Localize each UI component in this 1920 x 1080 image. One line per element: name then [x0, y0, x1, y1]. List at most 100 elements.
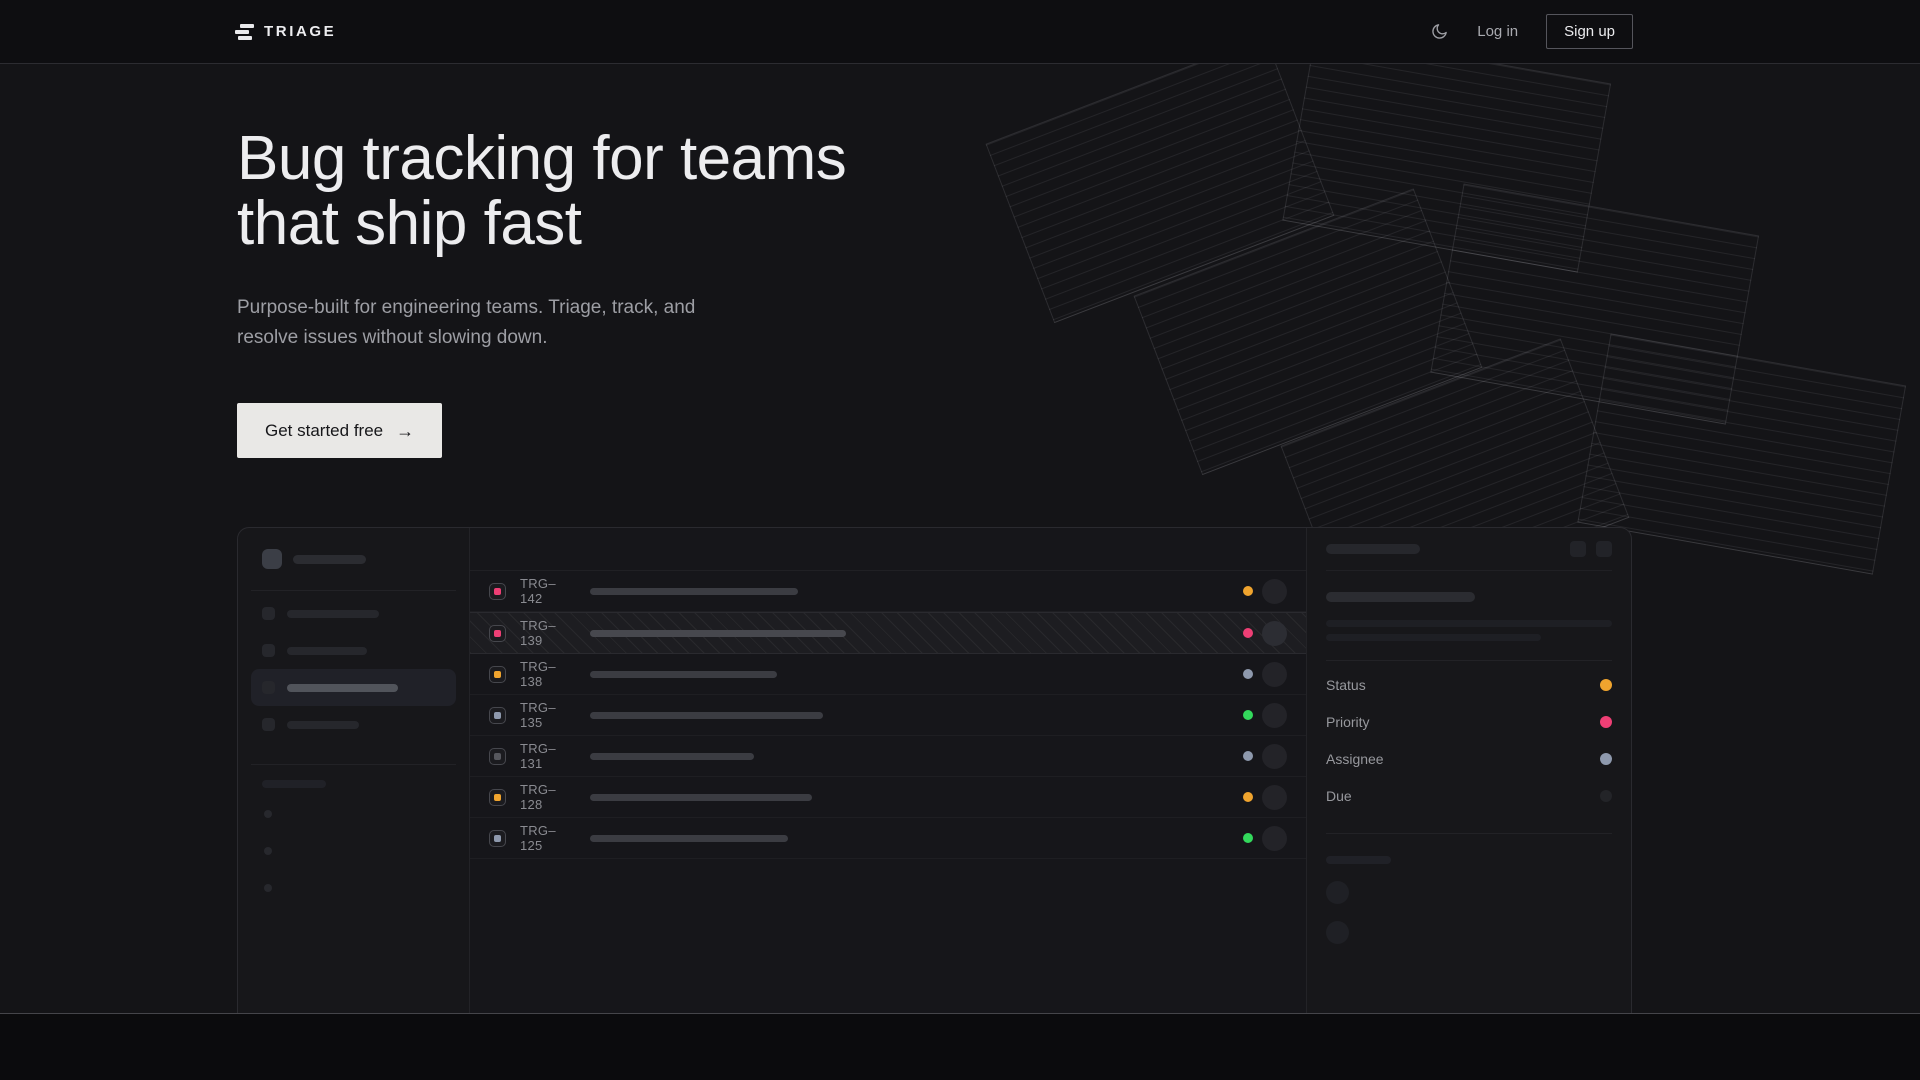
issue-id: TRG–125	[520, 823, 556, 853]
skeleton-pill	[262, 780, 326, 788]
headline-line-2: that ship fast	[237, 189, 582, 258]
issue-id: TRG–142	[520, 576, 556, 606]
nav-item-icon	[262, 681, 275, 694]
nav-item-icon	[262, 644, 275, 657]
panel-button	[1570, 541, 1586, 557]
avatar	[1262, 620, 1287, 646]
field-label: Assignee	[1326, 750, 1384, 767]
issue-id: TRG–139	[520, 618, 556, 648]
detail-fields: Status Priority Assignee Due	[1326, 666, 1612, 814]
issue-id: TRG–131	[520, 741, 556, 771]
issue-checkbox	[489, 829, 506, 847]
status-dot	[1243, 792, 1253, 802]
issue-row: TRG–135	[470, 695, 1306, 736]
skeleton-pill	[287, 646, 367, 655]
nav-item-icon	[262, 607, 275, 620]
signup-button[interactable]: Sign up	[1546, 14, 1633, 49]
issue-row: TRG–139	[470, 612, 1306, 654]
issue-skeleton-bar	[590, 711, 823, 719]
sidebar-dot	[264, 810, 272, 818]
issue-row: TRG–125	[470, 818, 1306, 859]
checkbox-dot	[494, 711, 501, 719]
sidebar-nav-item	[238, 595, 469, 632]
field-row: Due	[1326, 777, 1612, 814]
status-dot	[1243, 669, 1253, 679]
divider	[1326, 660, 1612, 661]
get-started-button[interactable]: Get started free →	[237, 403, 443, 458]
issue-checkbox	[489, 788, 506, 806]
status-dot	[1243, 751, 1253, 761]
issue-row: TRG–138	[470, 654, 1306, 695]
issue-skeleton-bar	[590, 793, 812, 801]
avatar	[1262, 825, 1287, 851]
hero-section: Bug tracking for teams that ship fast Pu…	[0, 64, 1920, 1013]
skeleton-pill	[293, 554, 366, 564]
theme-toggle-button[interactable]	[1430, 22, 1449, 41]
app-mockup: TRG–142 TRG–139	[237, 527, 1632, 1013]
issue-meta	[1243, 825, 1287, 851]
triage-logo-icon	[235, 23, 254, 40]
checkbox-dot	[494, 587, 501, 595]
skeleton-pill	[287, 683, 398, 692]
avatar	[1262, 702, 1287, 728]
skeleton-pill	[1326, 856, 1391, 864]
avatar	[1262, 743, 1287, 769]
field-row: Assignee	[1326, 740, 1612, 777]
field-label: Due	[1326, 787, 1352, 804]
mockup-sidebar	[238, 528, 470, 1013]
issue-id: TRG–135	[520, 700, 556, 730]
status-dot	[1243, 628, 1253, 638]
login-link[interactable]: Log in	[1477, 23, 1519, 40]
footer-section	[0, 1013, 1920, 1080]
sidebar-dots	[238, 810, 469, 892]
issue-checkbox	[489, 665, 506, 683]
field-label: Priority	[1326, 713, 1370, 730]
placeholder-avatar	[1326, 921, 1349, 944]
avatar	[1262, 784, 1287, 810]
issue-row: TRG–142	[470, 571, 1306, 612]
skeleton-line	[1326, 620, 1612, 627]
issue-list: TRG–142 TRG–139	[470, 528, 1307, 1013]
cta-label: Get started free	[265, 420, 384, 440]
sidebar-nav-item	[238, 706, 469, 743]
checkbox-dot	[494, 834, 501, 842]
field-value-dot	[1600, 715, 1612, 728]
divider	[1326, 833, 1612, 834]
status-dot	[1243, 586, 1253, 596]
workspace-icon	[262, 549, 282, 569]
issue-skeleton-bar	[590, 670, 777, 678]
sidebar-nav-item	[251, 669, 456, 706]
avatar	[1262, 578, 1287, 604]
avatar	[1262, 661, 1287, 687]
field-row: Priority	[1326, 703, 1612, 740]
hero-subtitle: Purpose-built for engineering teams. Tri…	[237, 293, 846, 353]
detail-panel: Status Priority Assignee Due	[1307, 528, 1631, 1013]
issue-checkbox	[489, 706, 506, 724]
sidebar-dot	[264, 884, 272, 892]
checkbox-dot	[494, 793, 501, 801]
issue-meta	[1243, 702, 1287, 728]
nav-item-icon	[262, 718, 275, 731]
checkbox-dot	[494, 629, 501, 637]
issue-checkbox	[489, 624, 506, 642]
skeleton-line	[1326, 634, 1541, 641]
placeholder-avatar	[1326, 881, 1349, 904]
issue-skeleton-bar	[590, 629, 846, 637]
issue-skeleton-bar	[590, 587, 798, 595]
brand-name: TRIAGE	[264, 23, 337, 40]
issue-meta	[1243, 661, 1287, 687]
detail-header	[1326, 528, 1612, 571]
status-dot	[1243, 710, 1253, 720]
skeleton-pill	[1326, 592, 1475, 602]
issue-id: TRG–138	[520, 659, 556, 689]
divider	[251, 764, 456, 765]
skeleton-pill	[287, 720, 359, 729]
brand: TRIAGE	[235, 23, 337, 40]
issue-row: TRG–131	[470, 736, 1306, 777]
field-value-dot	[1600, 752, 1612, 765]
status-dot	[1243, 833, 1253, 843]
headline-line-1: Bug tracking for teams	[237, 124, 847, 193]
checkbox-dot	[494, 752, 501, 760]
issue-meta	[1243, 578, 1287, 604]
field-label: Status	[1326, 676, 1366, 693]
